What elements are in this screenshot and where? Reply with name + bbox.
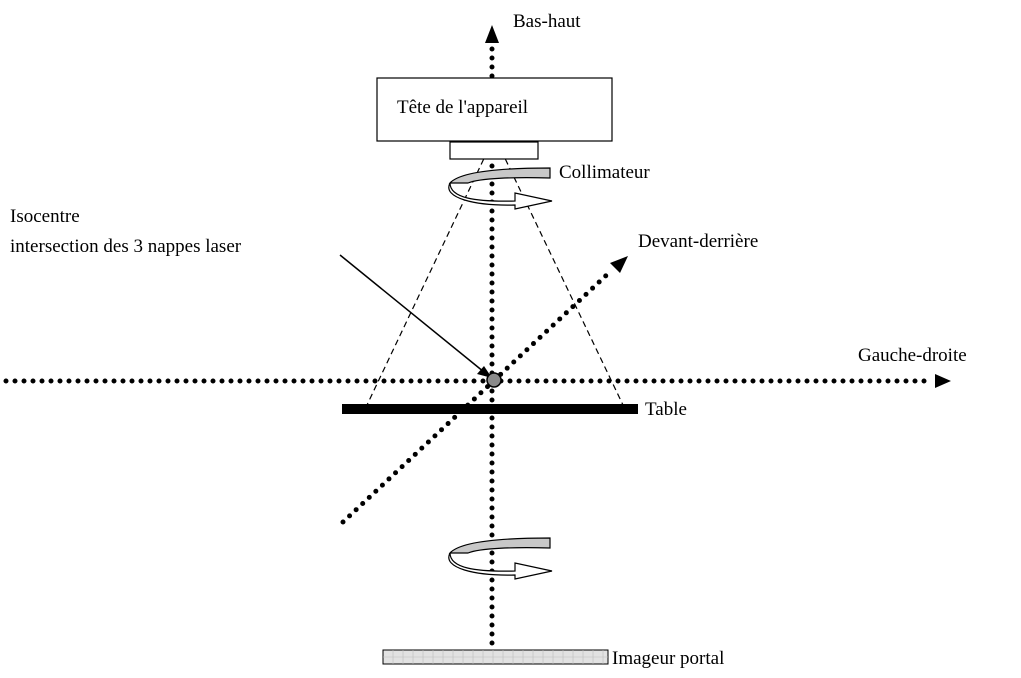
machine-head-box — [376, 77, 613, 142]
label-isocentre-title: Isocentre — [10, 206, 80, 227]
machine-head-label: Tête de l'appareil — [397, 97, 528, 118]
axis-bas-haut-arrowhead — [485, 25, 499, 43]
collimator-box — [449, 141, 539, 160]
label-imageur-portal: Imageur portal — [612, 648, 724, 669]
label-table: Table — [645, 399, 687, 420]
isocentre-dot — [486, 372, 502, 388]
portal-imager — [382, 649, 609, 665]
beam-edge-left — [366, 149, 489, 406]
axis-devant-derriere — [340, 267, 615, 525]
axis-gauche-droite-arrowhead — [935, 374, 951, 388]
beam-edge-right — [500, 149, 624, 406]
label-devant-derriere: Devant-derrière — [638, 231, 758, 252]
isocentre-pointer — [339, 254, 485, 373]
axis-devant-derriere-arrowhead — [610, 256, 628, 273]
label-gauche-droite: Gauche-droite — [858, 345, 967, 366]
label-isocentre-desc: intersection des 3 nappes laser — [10, 236, 242, 257]
label-collimateur: Collimateur — [559, 162, 650, 183]
collimator-rotation-icon — [448, 167, 553, 210]
label-bas-haut: Bas-haut — [513, 11, 581, 32]
table-rotation-icon — [448, 537, 553, 580]
